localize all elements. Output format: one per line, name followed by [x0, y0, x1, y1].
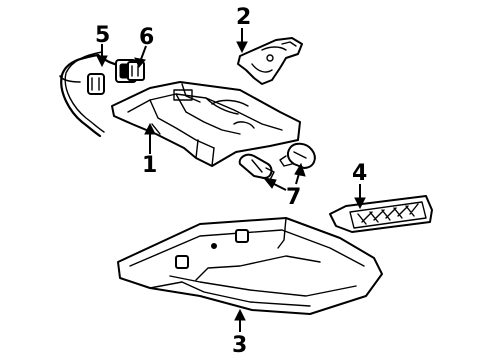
callout-1: 1	[142, 153, 157, 178]
callout-4: 4	[352, 161, 367, 186]
callout-7: 7	[286, 185, 301, 210]
bulb-left	[238, 153, 275, 181]
wiring-harness	[59, 51, 140, 138]
callouts: 5 6 2 1 7 4 3	[95, 5, 367, 358]
lamp-housing	[111, 81, 301, 167]
callout-5: 5	[95, 23, 110, 48]
callout-6: 6	[139, 25, 154, 50]
cover-clip-right	[235, 229, 249, 243]
harness-connector-a	[87, 73, 105, 95]
callout-3: 3	[232, 333, 247, 358]
mounting-bracket	[237, 37, 303, 85]
bulb-pair	[238, 142, 316, 181]
cover-hole	[211, 243, 217, 249]
bulb-right	[279, 142, 316, 169]
cover-clip-left	[175, 255, 189, 269]
callout-2: 2	[236, 5, 251, 30]
lamp-cover	[117, 217, 383, 315]
lamp-lens	[329, 195, 433, 233]
